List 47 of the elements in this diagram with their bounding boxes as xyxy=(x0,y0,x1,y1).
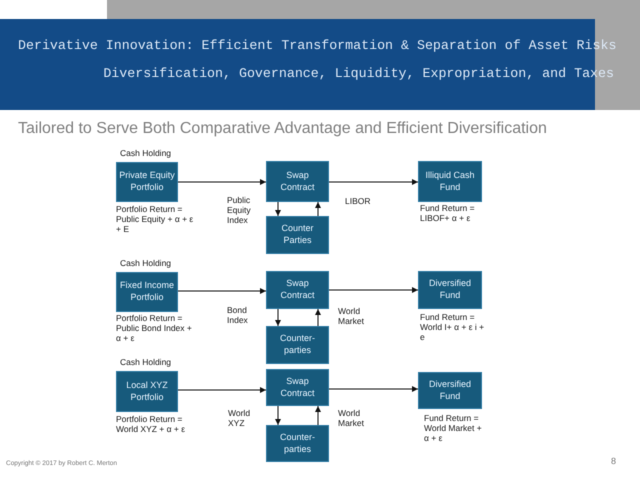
heading-text: Cash Holding xyxy=(120,258,172,268)
box-label: Diversified Fund xyxy=(428,378,472,402)
arrow xyxy=(315,202,321,216)
box-label: Swap Contract xyxy=(279,278,316,302)
box-label: Fixed Income Portfolio xyxy=(119,280,175,304)
arrow xyxy=(328,386,418,392)
process-box xyxy=(418,271,482,309)
arrow xyxy=(275,308,281,326)
arrow xyxy=(178,288,266,294)
formula-text: Fund Return = World Market + α + ε xyxy=(424,413,483,444)
box-label: Swap Contract xyxy=(279,170,316,194)
arrow xyxy=(328,179,418,185)
arrow xyxy=(178,387,266,393)
process-box xyxy=(266,425,329,462)
process-box xyxy=(266,369,329,406)
formula-text: Portfolio Return = Public Equity + α + ε + E xyxy=(116,204,194,235)
page-number: 8 xyxy=(611,455,616,468)
box-label: Counter-parties xyxy=(278,333,316,357)
arrow xyxy=(275,406,281,426)
process-box xyxy=(266,161,329,202)
subheading: Tailored to Serve Both Comparative Advantage and Efficient Diversification xyxy=(18,119,547,139)
formula-text: Fund Return = World I+ α + ε i + e xyxy=(420,312,486,343)
arrow xyxy=(328,287,418,293)
process-box xyxy=(116,162,178,202)
formula-text: Portfolio Return = World XYZ + α + ε xyxy=(116,414,186,434)
box-label: Counter-parties xyxy=(278,432,316,456)
formula-text: Portfolio Return = Public Bond Index + α + ε xyxy=(116,313,193,344)
process-box xyxy=(418,372,482,409)
box-label: Counter Parties xyxy=(280,223,315,247)
heading-text: Cash Holding xyxy=(120,357,172,368)
box-label: Illiquid Cash Fund xyxy=(424,170,476,194)
heading-text: Cash Holding xyxy=(120,148,172,158)
process-box xyxy=(266,326,329,364)
formula-text: Fund Return = LIBOF+ α + ε xyxy=(420,203,476,224)
box-label: Local XYZ Portfolio xyxy=(125,380,169,404)
process-box xyxy=(266,216,329,254)
box-label: Swap Contract xyxy=(279,376,316,400)
arrow xyxy=(315,406,321,426)
arrow xyxy=(275,202,281,216)
process-box xyxy=(418,161,482,202)
arrow xyxy=(315,308,321,326)
box-label: Diversified Fund xyxy=(428,278,472,302)
arrow xyxy=(178,179,266,185)
process-box xyxy=(116,272,178,312)
process-box xyxy=(116,371,178,412)
box-label: Private Equity Portfolio xyxy=(119,170,175,194)
process-box xyxy=(266,271,329,309)
